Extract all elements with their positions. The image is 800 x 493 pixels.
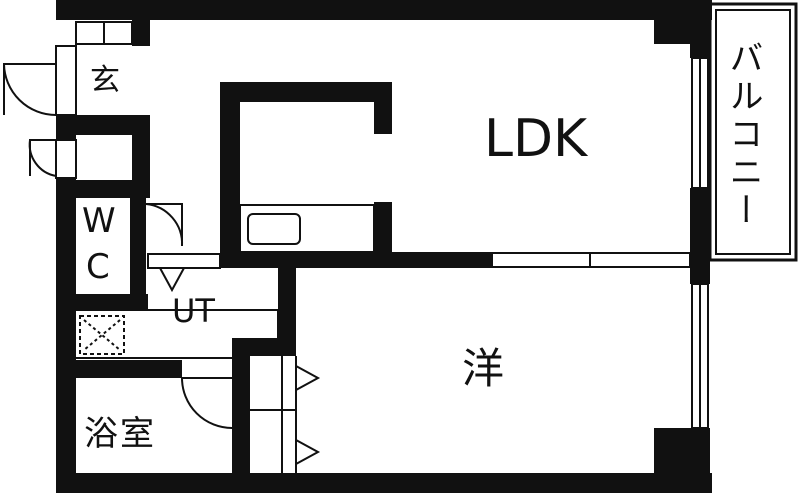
sliding-door-2: [589, 252, 691, 268]
closet-door-arrow-icon: [295, 365, 321, 391]
kitchen-counter: [239, 204, 375, 253]
door-swing-icon: [28, 139, 57, 177]
wall-ut-bottom: [56, 360, 76, 380]
room-label-toilet-c: C: [86, 247, 110, 287]
closet-door-arrow-icon: [295, 439, 321, 465]
fixtures: [79, 204, 375, 465]
wall-entrance-right: [132, 20, 150, 46]
balcony-outer: [708, 2, 798, 262]
sliding-door-1: [491, 252, 591, 268]
wall-kitchen-stub-top: [374, 82, 392, 134]
ut-partition: [147, 253, 221, 269]
balcony: [708, 2, 798, 262]
door-swing-icon: [181, 377, 233, 429]
room-label-bathroom: 浴室: [84, 414, 156, 454]
room-label-toilet-w: W: [82, 201, 116, 241]
wall-right-bottom: [690, 428, 710, 493]
wall-toilet-right: [130, 198, 146, 294]
room-label-western: 洋: [462, 344, 505, 393]
windows: [75, 21, 709, 429]
ut-outline: [76, 309, 279, 338]
room-label-utility: UT: [172, 292, 215, 330]
washer-pan-x: [83, 319, 121, 351]
wall-kitchen-top: [220, 82, 392, 102]
wall-western-left: [278, 266, 296, 338]
wall-right-top: [690, 0, 710, 58]
door-frame: [55, 45, 77, 116]
interior-lines: [76, 309, 297, 473]
washer-pan-icon: [79, 315, 125, 355]
walls: [56, 0, 712, 493]
wall-toilet-bottom: [56, 294, 148, 310]
door-swing-icon: [145, 203, 184, 247]
wall-entrance-bottom: [56, 115, 150, 135]
wall-closet-bottom: [56, 180, 150, 198]
corner-top-right: [654, 20, 690, 44]
corner-bottom-right: [654, 428, 690, 473]
kitchen-sink-icon: [247, 213, 301, 245]
room-label-ldk: LDK: [484, 109, 588, 169]
doors: [3, 45, 233, 429]
wall-bottom: [56, 473, 712, 493]
room-label-entrance: 玄: [90, 63, 120, 98]
door-frame: [55, 139, 77, 179]
wall-kitchen-left: [220, 82, 240, 268]
wall-kitchen-stub-bottom: [374, 202, 392, 268]
wall-right-mid: [690, 188, 710, 284]
room-label-balcony: バルコニー: [723, 40, 763, 230]
door-swing-icon: [3, 63, 57, 116]
wall-top: [56, 0, 712, 20]
ut-arrow-icon: [159, 267, 185, 293]
wall-bath-top: [56, 360, 182, 378]
washer-pan-x: [83, 319, 121, 351]
balcony-inner: [715, 9, 791, 255]
wall-divider: [220, 252, 492, 268]
wall-closet-left: [232, 338, 250, 473]
wall-left-upper: [56, 0, 76, 20]
wall-closet-right: [132, 115, 150, 198]
